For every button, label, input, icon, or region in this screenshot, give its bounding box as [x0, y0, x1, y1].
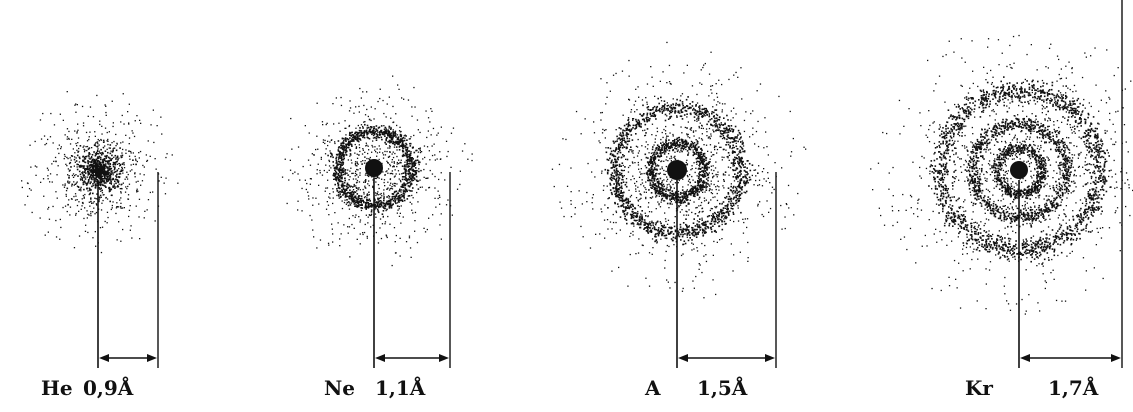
atom-symbol-kr: Kr: [965, 376, 993, 400]
arrowhead-left-icon: [375, 354, 385, 362]
nucleus-dot: [667, 160, 687, 180]
arrowhead-right-icon: [765, 354, 775, 362]
radius-label-he: 0,9Å: [83, 376, 134, 400]
nucleus-dot: [365, 159, 383, 177]
electron-dots: [870, 34, 1133, 315]
radius-label-ne: 1,1Å: [375, 376, 426, 400]
arrowhead-right-icon: [439, 354, 449, 362]
atom-ne-cloud: [281, 75, 473, 368]
radius-label-kr: 1,7Å: [1048, 376, 1099, 400]
arrowhead-right-icon: [147, 354, 157, 362]
atom-symbol-he: He: [41, 376, 73, 400]
atom-symbol-a: A: [645, 376, 661, 400]
arrowhead-left-icon: [99, 354, 109, 362]
atom-kr-cloud: [870, 0, 1133, 368]
arrowhead-left-icon: [1020, 354, 1030, 362]
atom-a-cloud: [551, 41, 807, 368]
radius-label-a: 1,5Å: [697, 376, 748, 400]
arrowhead-left-icon: [678, 354, 688, 362]
atom-symbol-ne: Ne: [324, 376, 356, 400]
nucleus-dot: [1010, 161, 1028, 179]
arrowhead-right-icon: [1111, 354, 1121, 362]
electron-dots: [21, 91, 179, 254]
atom-he-cloud: [21, 91, 179, 368]
